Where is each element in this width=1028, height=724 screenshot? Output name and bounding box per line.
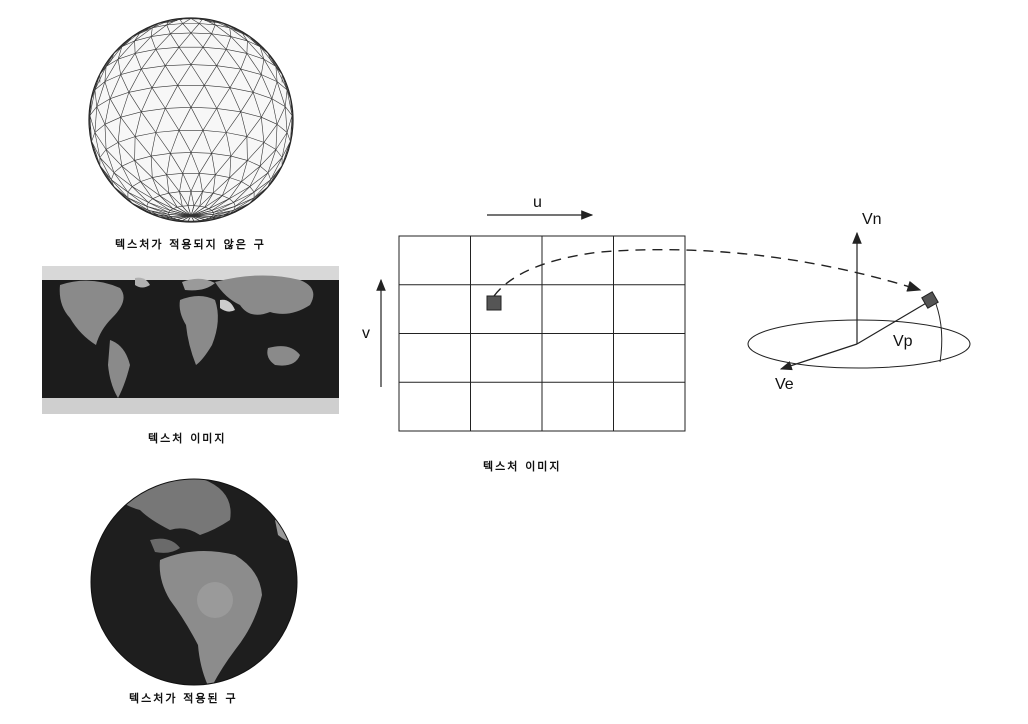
- mapping-curve: [494, 250, 920, 296]
- caption-untextured-sphere: 텍스처가 적용되지 않은 구: [115, 236, 266, 252]
- ve-label: Ve: [775, 376, 794, 393]
- v-axis-arrow: v: [362, 280, 381, 387]
- caption-texture-image-left: 텍스처 이미지: [148, 430, 227, 446]
- ve-vector: [781, 344, 857, 369]
- wireframe-sphere: [89, 18, 293, 222]
- surface-point-marker: [922, 292, 938, 308]
- world-map-texture: [42, 266, 339, 414]
- u-axis-arrow: u: [487, 194, 592, 215]
- textured-globe: [91, 476, 297, 690]
- vector-diagram: Vn Vp Ve: [748, 211, 970, 393]
- u-label: u: [533, 194, 542, 211]
- vn-label: Vn: [862, 211, 882, 228]
- texel-marker: [487, 296, 501, 310]
- caption-textured-sphere: 텍스처가 적용된 구: [129, 690, 238, 706]
- caption-texture-image-grid: 텍스처 이미지: [483, 458, 562, 474]
- v-label: v: [362, 325, 370, 342]
- vp-label: Vp: [893, 333, 913, 350]
